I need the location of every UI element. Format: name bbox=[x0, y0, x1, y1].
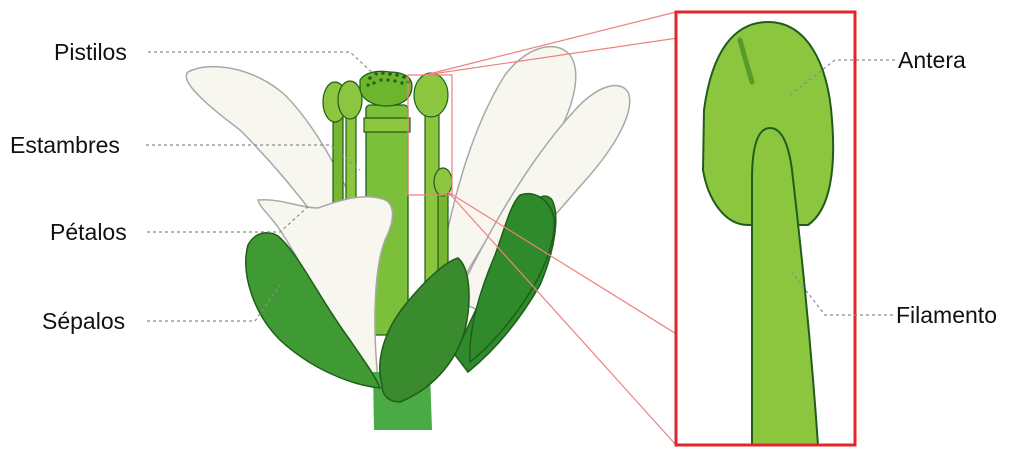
label-sepalos: Sépalos bbox=[42, 308, 125, 334]
label-antera: Antera bbox=[898, 47, 966, 73]
stamen-anther-right-2 bbox=[434, 168, 452, 196]
stamen-filament-right-1 bbox=[425, 100, 439, 300]
pistil-collar bbox=[364, 118, 410, 132]
label-petalos: Pétalos bbox=[50, 219, 127, 245]
label-filamento: Filamento bbox=[896, 302, 997, 328]
label-estambres: Estambres bbox=[10, 132, 120, 158]
stamen-anther-right-1 bbox=[414, 73, 448, 117]
stamen-anther-left-2 bbox=[338, 81, 362, 119]
label-pistilos: Pistilos bbox=[54, 39, 127, 65]
